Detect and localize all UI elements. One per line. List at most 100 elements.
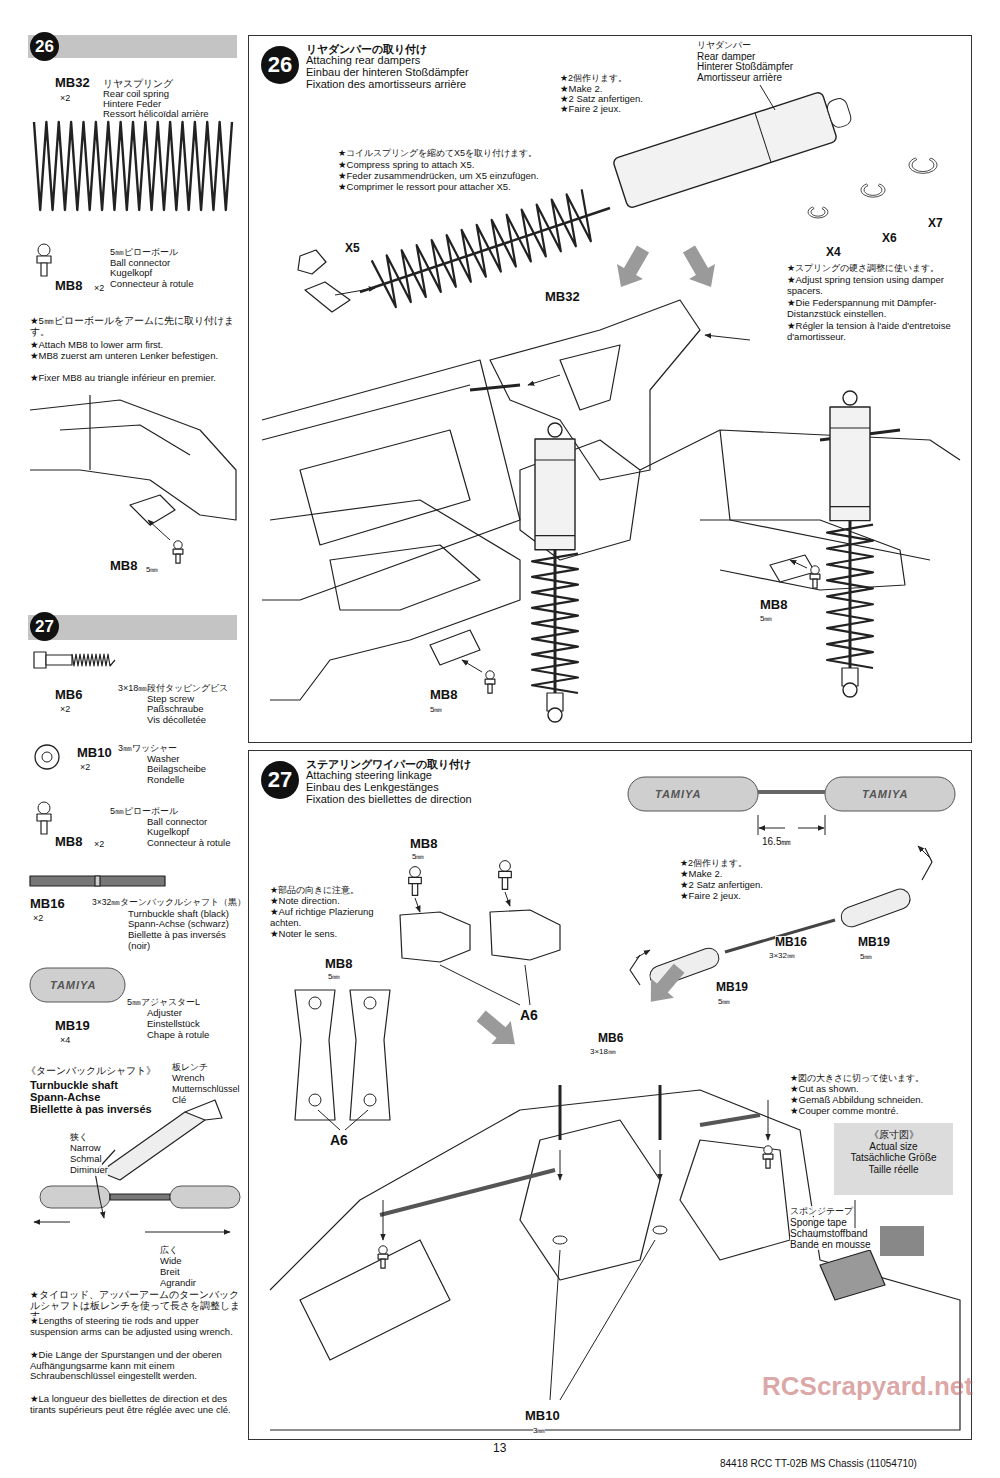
part-number: MB19 — [55, 1019, 90, 1034]
part-number: MB10 — [525, 1409, 560, 1424]
label-text: Paßschraube — [147, 704, 204, 715]
label-text: 84418 RCC TT-02B MS Chassis (11054710) — [720, 1458, 917, 1469]
step-title: Fixation des biellettes de direction — [306, 793, 472, 805]
washer — [553, 1236, 567, 1244]
label-text: Clé — [172, 1095, 186, 1106]
adjuster — [628, 777, 758, 811]
label-text: リヤスプリング — [103, 78, 173, 89]
damper-eye — [825, 97, 853, 130]
watermark: RCScrapyard.net — [762, 1372, 973, 1401]
leader-line — [345, 1110, 368, 1130]
label-text: ★Fixer MB8 au triangle inférieur en prem… — [30, 373, 240, 384]
label-text: 5㎜ — [430, 706, 442, 715]
part-number: MB8 — [110, 559, 137, 574]
leader-arrow — [790, 560, 807, 568]
label-text: ★Attach MB8 to lower arm first. — [30, 340, 240, 351]
note-text: Tatsächliche Größe — [840, 1152, 947, 1164]
ball-stud — [38, 244, 50, 256]
spring-retainer — [298, 250, 326, 274]
lower-arm — [60, 425, 190, 455]
coil-spring — [34, 122, 232, 210]
label-text: ★Adjust spring tension using damper spac… — [787, 275, 967, 296]
leader-arrow — [100, 1200, 104, 1218]
step-bar: 27 — [28, 615, 237, 640]
label-text: 3×32㎜ — [769, 952, 795, 961]
label-text: 5㎜ — [718, 998, 730, 1007]
hole — [309, 1094, 321, 1106]
label-text: 狭く — [70, 1132, 88, 1142]
ball-stud — [813, 579, 817, 588]
part-number: X4 — [826, 246, 841, 259]
leader-arrow — [660, 1150, 661, 1180]
shock-tower — [560, 345, 620, 410]
brand-marking: TAMIYA — [862, 788, 909, 800]
step-title: Attaching steering linkage — [306, 769, 432, 781]
part-number: MB6 — [55, 688, 82, 703]
label-text: 広く — [160, 1245, 178, 1255]
leader-arrow — [918, 846, 930, 858]
damper-spacer — [861, 184, 885, 197]
part-number: MB8 — [760, 598, 787, 613]
label-text: ★Feder zusammendrücken, um X5 einzufügen… — [338, 171, 539, 182]
ball-stud — [500, 861, 511, 872]
label-text: Spann-Achse (schwarz) — [128, 919, 229, 930]
label-text: 3×32㎜ターンバックルシャフト（黒） — [92, 898, 246, 908]
leader-arrow — [798, 828, 824, 829]
label-text: ★2個作ります。 — [560, 73, 627, 83]
leader-line — [440, 965, 520, 1005]
coil-spring — [827, 525, 873, 668]
adjuster — [30, 968, 125, 1002]
steering-arm — [490, 910, 560, 960]
leader-arrow — [705, 335, 750, 340]
lower-arm — [430, 630, 480, 665]
label-text: ★Couper comme montré. — [790, 1106, 898, 1117]
label-text: Rondelle — [147, 775, 185, 786]
label-text: ★コイルスプリングを縮めてX5を取り付けます。 — [338, 148, 537, 158]
dimension-line — [825, 815, 826, 835]
part-number: MB8 — [55, 835, 82, 850]
leader-line — [560, 1240, 655, 1400]
label-text: 5㎜ — [860, 953, 872, 962]
label-text: Wide — [160, 1256, 182, 1267]
label-text: Einstellstück — [147, 1019, 200, 1030]
label-text: Chape à rotule — [147, 1030, 209, 1041]
label-text: ★Die Federspannung mit Dämpfer-Distanzst… — [787, 298, 967, 319]
label-text: Vis décolletée — [147, 715, 206, 726]
part-number: MB8 — [430, 688, 457, 703]
label-text: ★Die Länge der Spurstangen und der obere… — [30, 1350, 240, 1382]
label-text: ★Cut as shown. — [790, 1084, 859, 1095]
washer — [653, 1226, 667, 1234]
note-text: Taille réelle — [840, 1164, 947, 1176]
part-number: MB32 — [545, 290, 580, 305]
label-text: 5㎜ — [328, 973, 340, 982]
leader-arrow — [636, 950, 650, 958]
lower-arm — [770, 555, 815, 582]
direction-arrow — [472, 1004, 525, 1055]
label-text: ★Comprimer le ressort pour attacher X5. — [338, 182, 511, 193]
step-number: 27 — [30, 612, 59, 641]
ball-stud — [486, 671, 494, 679]
leader-line — [525, 965, 530, 1005]
part-number: MB8 — [410, 837, 437, 852]
label-text: ★Auf richtige Plazierung achten. — [270, 907, 395, 928]
leader-arrow — [462, 660, 482, 672]
ball-stud — [173, 549, 183, 554]
leader-line — [318, 1110, 340, 1130]
leader-arrow — [505, 892, 510, 906]
label-text: ×2 — [33, 913, 43, 923]
label-text: ★スプリングの硬さ調整に使います。 — [787, 263, 969, 273]
damper-body — [535, 439, 575, 550]
hole — [309, 997, 321, 1009]
label-text: ★Régler la tension à l'aide d'entretoise… — [787, 321, 967, 342]
step-bar: 26 — [28, 35, 237, 58]
adjuster — [838, 886, 912, 929]
label-text: ★La longueur des biellettes de direction… — [30, 1394, 240, 1415]
damper-body — [535, 459, 575, 460]
ball-stud — [499, 871, 512, 877]
damper-body — [755, 113, 771, 162]
label-text: Hinterer Stoßdämpfer — [697, 61, 793, 72]
label-text: ★5㎜ピローボールをアームに先に取り付けます。 — [30, 316, 240, 337]
coil-spring — [532, 554, 578, 693]
turnbuckle-shaft — [30, 876, 165, 886]
chassis — [640, 430, 960, 470]
